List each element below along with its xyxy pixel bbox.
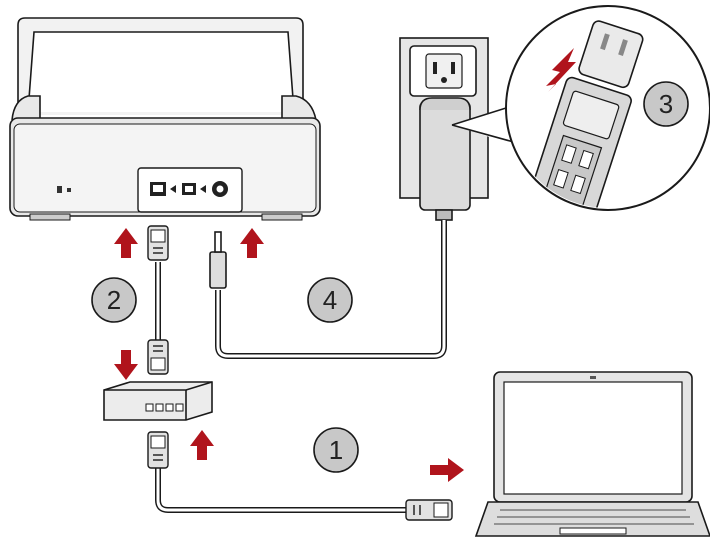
svg-text:4: 4 xyxy=(323,285,337,315)
svg-text:2: 2 xyxy=(107,285,121,315)
scanner-icon xyxy=(9,17,321,221)
step-1-badge: 1 xyxy=(313,427,359,473)
step-4-badge: 4 xyxy=(307,277,353,323)
network-hub-icon xyxy=(103,381,213,421)
arrow-right-icon xyxy=(430,458,464,482)
step-3-badge: 3 xyxy=(643,81,689,127)
power-cable xyxy=(215,220,447,359)
ethernet-cable-upper xyxy=(147,225,169,375)
step-2-badge: 2 xyxy=(91,277,137,323)
arrow-down-left-icon xyxy=(546,48,576,92)
svg-text:1: 1 xyxy=(329,435,343,465)
laptop-icon xyxy=(474,371,710,537)
arrow-up-icon xyxy=(190,430,214,460)
arrow-down-icon xyxy=(114,350,138,380)
dc-plug-icon xyxy=(209,231,227,289)
arrow-up-icon xyxy=(114,228,138,258)
arrow-up-icon xyxy=(240,228,264,258)
adapter-plug-detail: 3 xyxy=(505,5,710,211)
svg-text:3: 3 xyxy=(659,89,673,119)
ethernet-cable-lower xyxy=(147,431,453,521)
scanner-ports xyxy=(150,181,228,197)
